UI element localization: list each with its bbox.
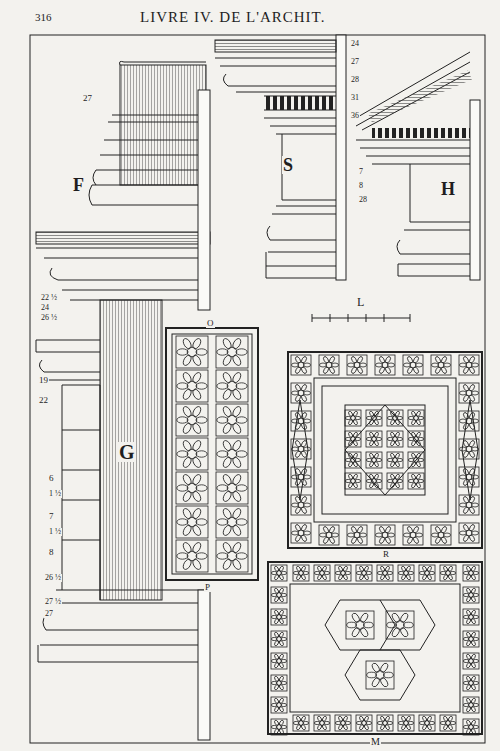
dimension: 24 bbox=[40, 304, 50, 312]
figure-letter: G bbox=[118, 442, 136, 462]
dimension: 31 bbox=[350, 94, 360, 102]
dimension: 8 bbox=[358, 182, 364, 190]
panel-letter: P bbox=[204, 583, 211, 592]
scale-letter: L bbox=[356, 296, 365, 308]
figure-letter: S bbox=[282, 156, 294, 174]
dimension: 36 bbox=[350, 112, 360, 120]
dimension: 28 bbox=[358, 196, 368, 204]
dimension: 22 ½ bbox=[40, 294, 58, 302]
dimension: 8 bbox=[48, 548, 55, 557]
dimension: 7 bbox=[358, 168, 364, 176]
dimension: 6 bbox=[48, 474, 55, 483]
panel-letter: O bbox=[206, 319, 215, 328]
figure-letter: H bbox=[440, 180, 456, 198]
panel-letter: R bbox=[382, 550, 390, 559]
page-number: 316 bbox=[34, 12, 53, 23]
dimension: 1 ½ bbox=[48, 528, 62, 536]
dimension: 26 ½ bbox=[44, 574, 62, 582]
dimension: 28 bbox=[350, 76, 360, 84]
page-heading: LIVRE IV. DE L'ARCHIT. bbox=[140, 10, 325, 25]
dimension: 7 bbox=[48, 512, 55, 521]
dimension: 1 ½ bbox=[48, 490, 62, 498]
dimension: 27 bbox=[82, 94, 93, 103]
dimension: 27 bbox=[44, 610, 54, 618]
dimension: 24 bbox=[350, 40, 360, 48]
dimension: 27 bbox=[350, 58, 360, 66]
dimension: 22 bbox=[38, 396, 49, 405]
dimension: 27 ½ bbox=[44, 598, 62, 606]
dimension: 19 bbox=[38, 376, 49, 385]
panel-letter: M bbox=[370, 737, 381, 747]
dimension: 26 ½ bbox=[40, 314, 58, 322]
figure-letter: F bbox=[72, 176, 85, 194]
